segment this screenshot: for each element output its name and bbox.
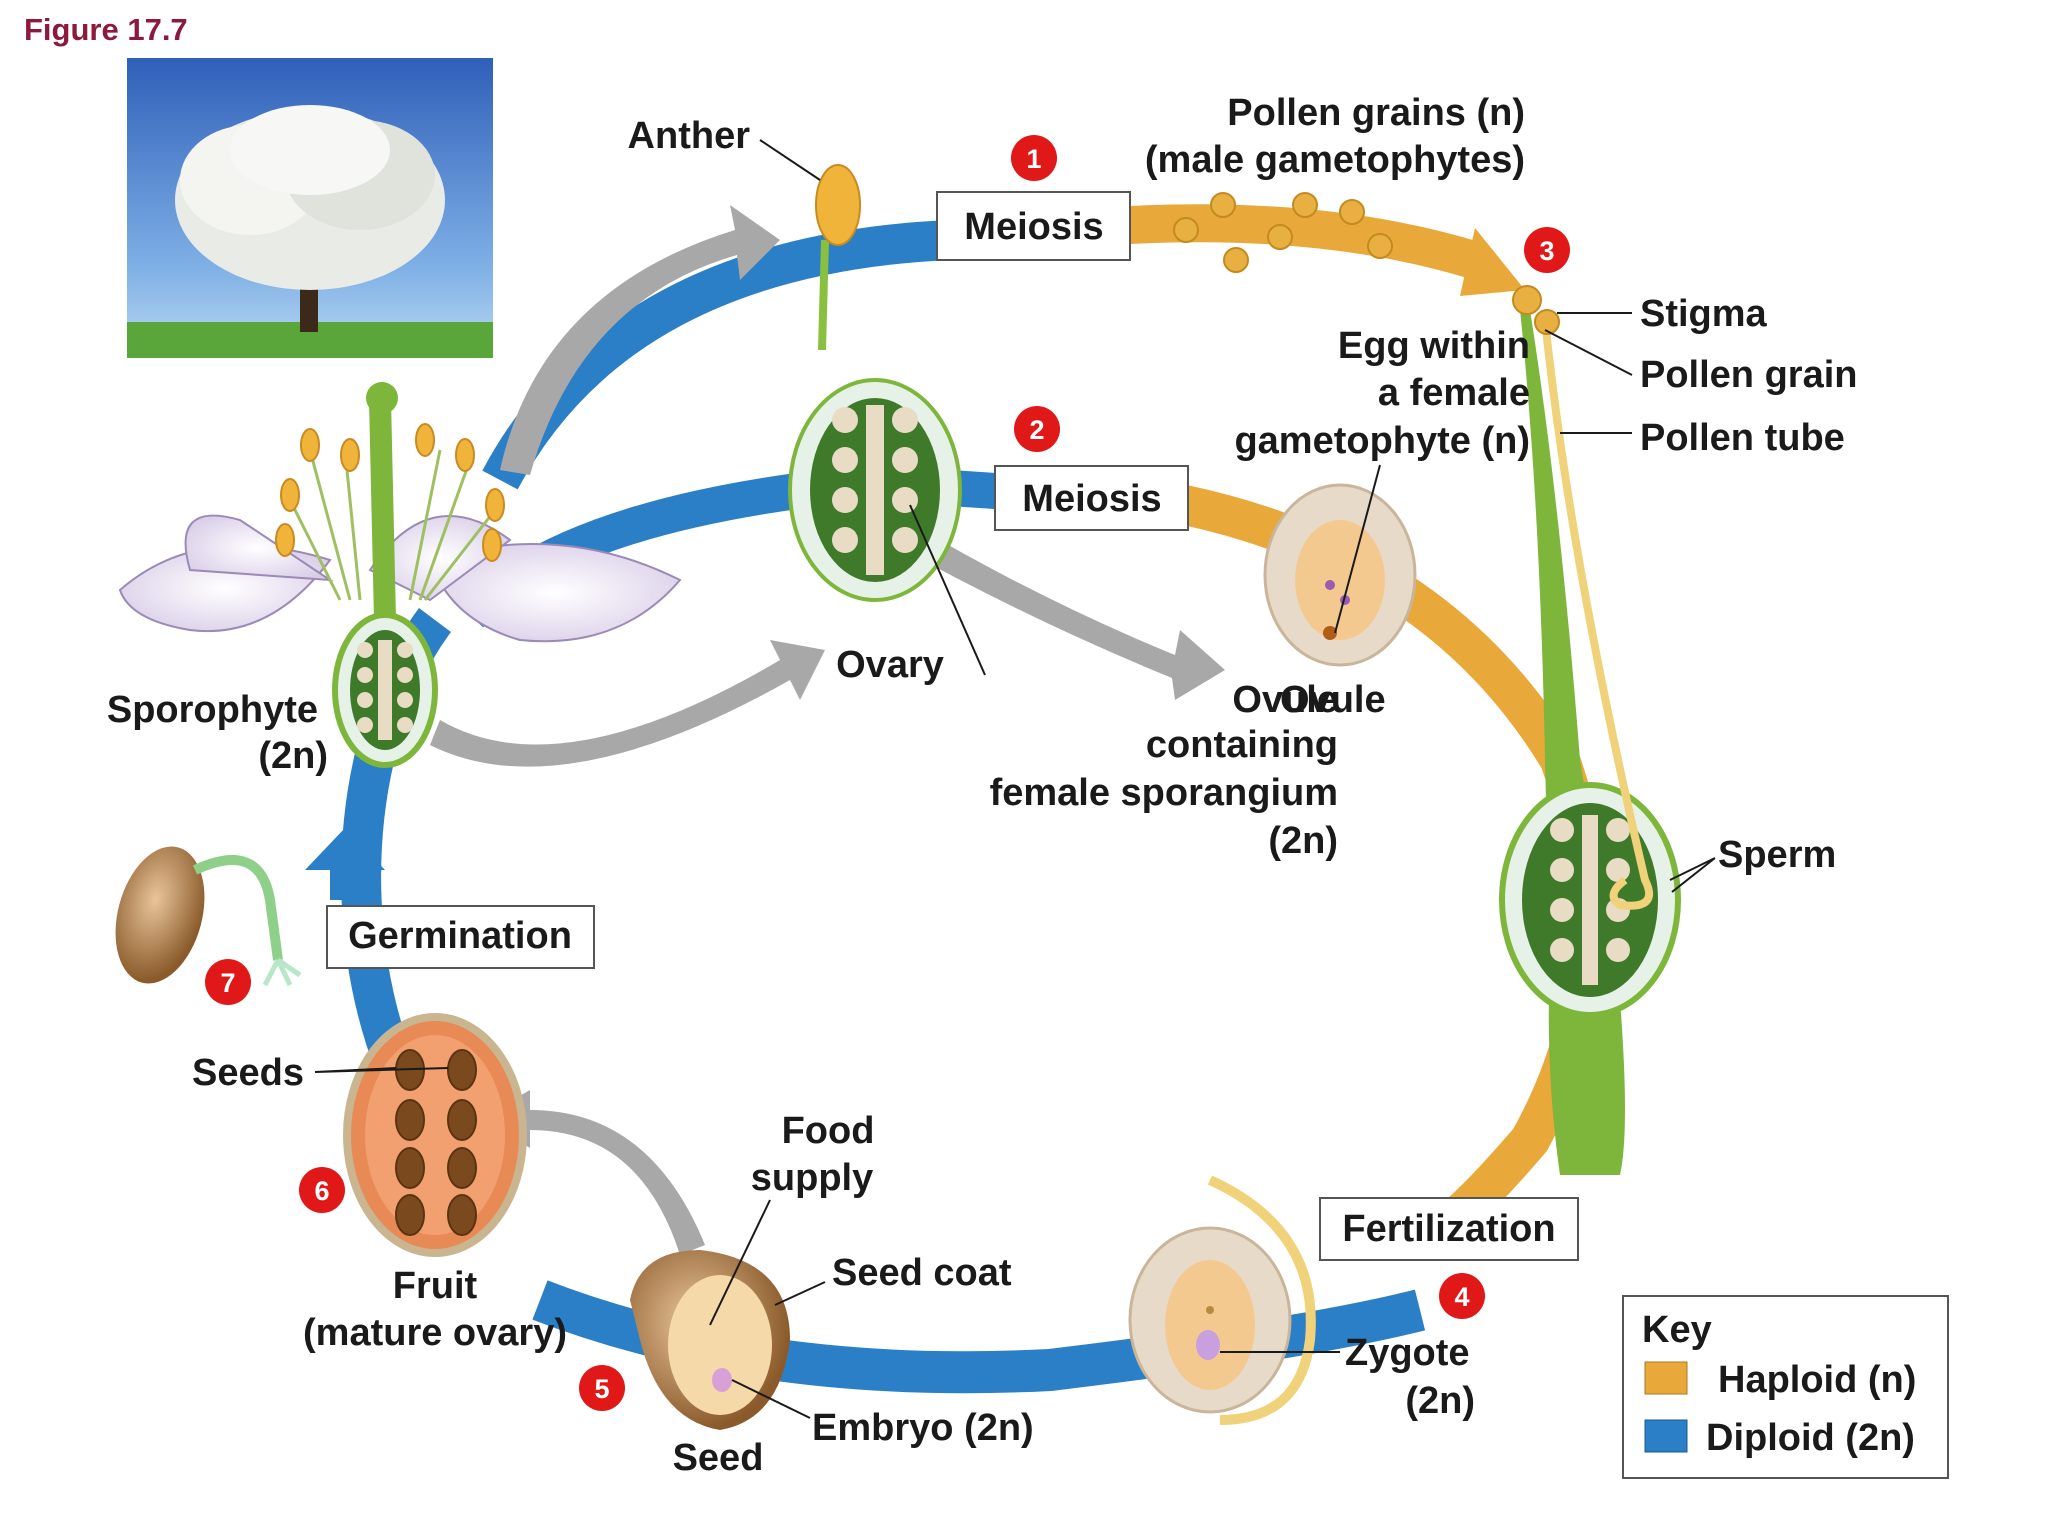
process-box-fertilization: Fertilization [1319, 1197, 1579, 1261]
process-box-meiosis-1: Meiosis [936, 191, 1131, 261]
label-male-gametophytes: (male gametophytes) [1145, 139, 1525, 181]
key-title: Key [1642, 1309, 1712, 1351]
svg-text:Germination: Germination [348, 915, 572, 957]
label-embryo: Embryo (2n) [812, 1407, 1034, 1449]
ovule-illustration [1263, 483, 1417, 667]
svg-text:1: 1 [1026, 144, 1041, 174]
leader-lines [314, 139, 1716, 1419]
step-badge-4: 4 [1439, 1273, 1485, 1319]
step-badge-2: 2 [1014, 406, 1060, 452]
seedling-illustration [115, 846, 302, 987]
svg-text:Meiosis: Meiosis [1022, 478, 1161, 520]
label-egg-3: gametophyte (n) [1234, 420, 1530, 462]
process-box-meiosis-2: Meiosis [994, 465, 1189, 531]
label-seed: Seed [673, 1437, 764, 1479]
label-pollen-tube: Pollen tube [1640, 417, 1845, 459]
label-ovule-overlap: Ovule [1280, 679, 1386, 721]
figure-label: Figure 17.7 [24, 12, 188, 47]
anther-illustration [815, 164, 861, 351]
step-badge-7: 7 [205, 959, 251, 1005]
process-box-germination: Germination [326, 905, 595, 969]
svg-text:6: 6 [314, 1176, 329, 1206]
label-mature-ovary: (mature ovary) [303, 1312, 567, 1354]
pollen-grains [1173, 192, 1393, 273]
label-stigma: Stigma [1640, 293, 1768, 335]
key-legend: Key Haploid (n) Diploid (2n) [1622, 1295, 1949, 1479]
fruit-illustration [343, 1013, 527, 1257]
ovary-illustration [788, 378, 962, 602]
germination-arrowhead [305, 828, 385, 870]
label-ovule-4: (2n) [1268, 820, 1338, 862]
key-swatch-haploid [1644, 1361, 1688, 1395]
step-badge-1: 1 [1011, 135, 1057, 181]
tree-photo [127, 58, 493, 358]
svg-text:3: 3 [1539, 236, 1554, 266]
svg-text:7: 7 [220, 968, 235, 998]
flower-illustration [118, 382, 682, 768]
svg-text:2: 2 [1029, 415, 1044, 445]
haploid-pollen-arrowhead [1460, 228, 1525, 296]
svg-text:5: 5 [594, 1374, 609, 1404]
svg-text:4: 4 [1454, 1282, 1469, 1312]
step-badge-5: 5 [579, 1365, 625, 1411]
label-pollen-grain: Pollen grain [1640, 354, 1857, 396]
label-seed-coat: Seed coat [832, 1252, 1012, 1294]
label-food-supply-1: Food [782, 1110, 875, 1152]
label-seeds: Seeds [192, 1052, 304, 1094]
label-sporophyte: Sporophyte [107, 689, 318, 731]
key-diploid: Diploid (2n) [1706, 1417, 1915, 1459]
label-ovule-3: female sporangium [990, 772, 1338, 814]
svg-text:Meiosis: Meiosis [964, 206, 1103, 248]
fertilized-ovule-illustration [1128, 1175, 1316, 1425]
seed-illustration [630, 1250, 790, 1430]
label-ovary: Ovary [836, 644, 944, 686]
label-fruit: Fruit [393, 1265, 478, 1307]
step-badge-6: 6 [299, 1167, 345, 1213]
label-zygote-ploidy: (2n) [1405, 1380, 1475, 1422]
label-egg-1: Egg within [1338, 325, 1530, 367]
key-haploid: Haploid (n) [1718, 1359, 1916, 1401]
svg-text:Fertilization: Fertilization [1342, 1208, 1555, 1250]
label-sperm: Sperm [1718, 834, 1836, 876]
label-ovule-2: containing [1146, 724, 1338, 766]
label-sporophyte-ploidy: (2n) [258, 735, 328, 777]
label-anther: Anther [628, 115, 751, 157]
label-ovule: Ovule [1232, 679, 1338, 721]
label-zygote: Zygote [1345, 1332, 1470, 1374]
label-food-supply-2: supply [751, 1157, 873, 1199]
pistil-illustration [1499, 285, 1681, 1175]
step-badge-3: 3 [1524, 227, 1570, 273]
label-egg-2: a female [1378, 372, 1530, 414]
key-swatch-diploid [1644, 1419, 1688, 1453]
gray-arrows [430, 205, 1225, 1255]
label-pollen-grains: Pollen grains (n) [1227, 92, 1525, 134]
